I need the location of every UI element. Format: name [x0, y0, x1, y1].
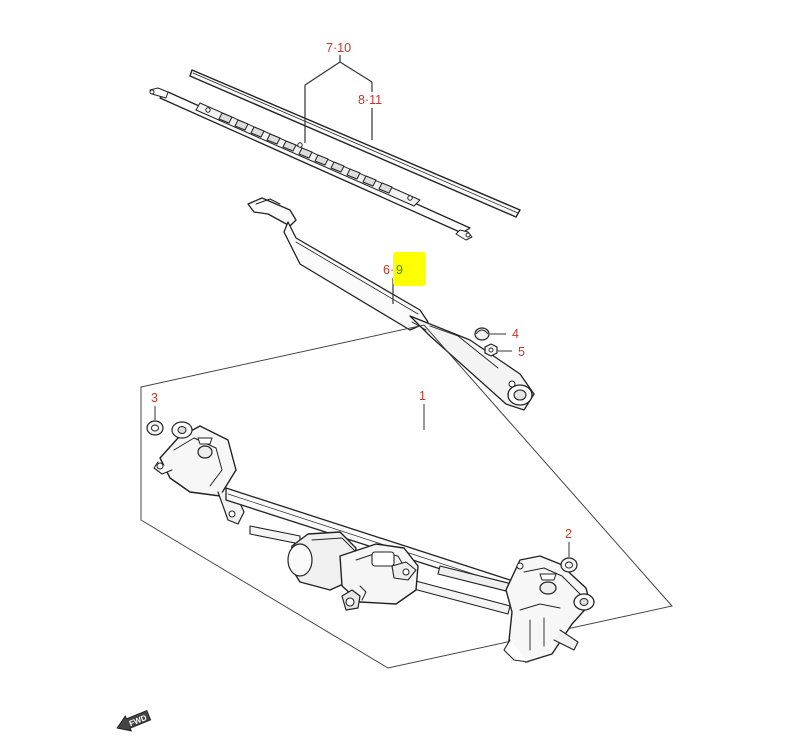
- fwd-label: FWD: [128, 713, 148, 728]
- leader-lines-blade: [304, 55, 373, 143]
- callout-1: 1: [419, 389, 426, 403]
- wiper-blade-assembly: [149, 69, 521, 241]
- callout-2: 2: [565, 527, 572, 541]
- blade-ribs: [218, 112, 393, 194]
- callout-5: 5: [518, 345, 525, 359]
- arm-hook: [247, 197, 297, 227]
- grommet-part-2: [560, 557, 578, 573]
- linkage-motor-assembly: [153, 421, 595, 663]
- callout-9-highlighted: 9: [396, 263, 403, 277]
- fwd-direction-arrow: FWD: [116, 709, 152, 732]
- crank-rod: [249, 525, 301, 545]
- left-pivot-bracket: [159, 425, 237, 497]
- blade-strip: [189, 69, 521, 218]
- callout-8-11: 8·11: [358, 93, 382, 107]
- callout-3: 3: [151, 391, 158, 405]
- wiper-arm: [247, 197, 535, 411]
- callout-labels: 7·10 8·11 6· 9 4 5 1 3 2: [151, 41, 572, 541]
- cap-part: [474, 327, 490, 341]
- highlight-box: [393, 252, 426, 286]
- right-pivot-bracket: [505, 555, 591, 663]
- nut-part: [484, 343, 498, 357]
- callout-4: 4: [512, 327, 519, 341]
- grommet-part-3: [146, 420, 164, 436]
- callout-7-10: 7·10: [326, 41, 351, 55]
- callout-6: 6·: [383, 263, 394, 277]
